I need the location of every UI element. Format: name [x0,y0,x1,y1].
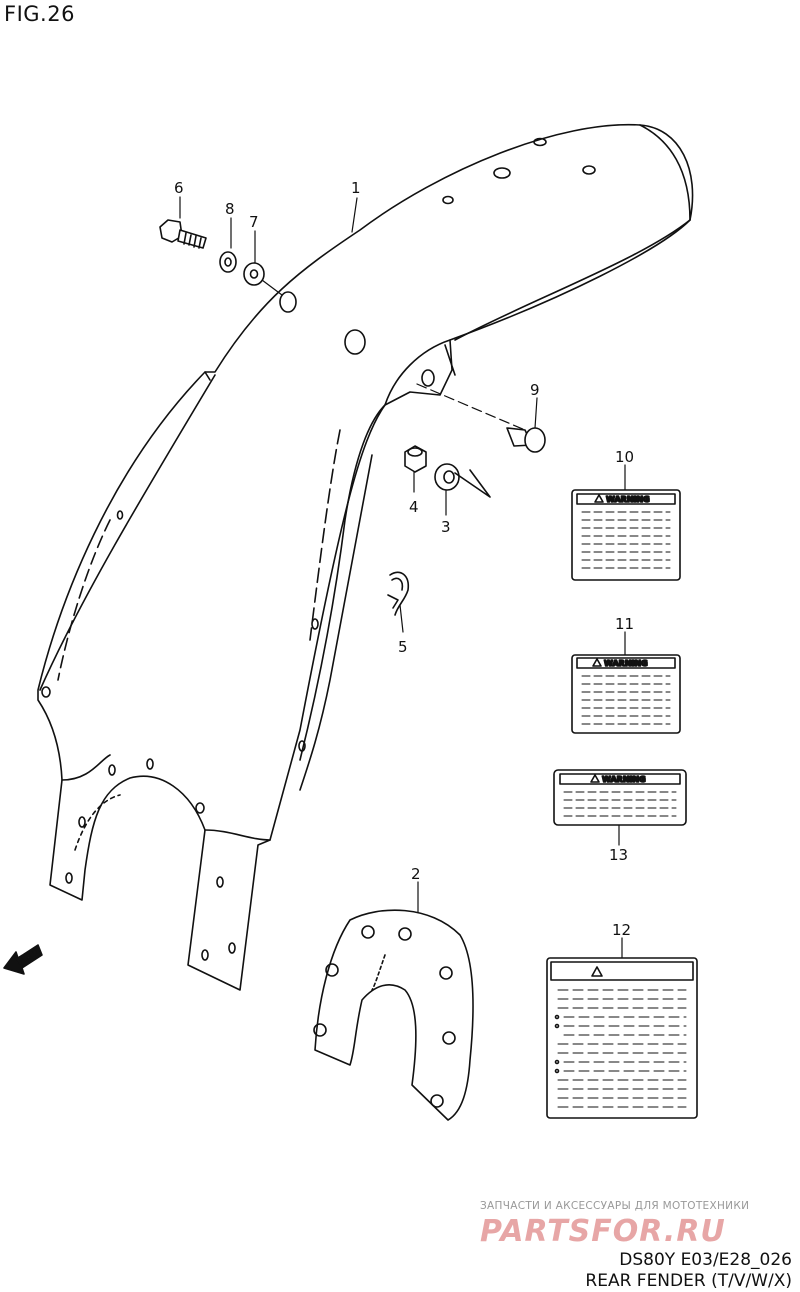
part-group-title: REAR FENDER (T/V/W/X) [585,1271,792,1291]
callout-11: 11 [615,615,634,633]
inner-guard-part[interactable] [313,909,474,1121]
warning-label-10[interactable]: WARNING [571,489,681,581]
watermark: ЗАПЧАСТИ И АКСЕССУАРЫ ДЛЯ МОТОТЕХНИКИ PA… [480,1200,770,1249]
model-code: DS80Y E03/E28_026 [619,1250,792,1270]
collar-3-part[interactable] [434,463,491,498]
figure-title: FIG.26 [4,2,75,26]
bolt-6-part[interactable] [159,219,207,249]
callout-8: 8 [225,200,235,218]
callout-2: 2 [411,865,421,883]
warning-label-11-text: WARNING [604,659,648,668]
nut-4-part[interactable] [404,445,427,473]
callout-7: 7 [249,213,259,231]
watermark-logo: PARTSFOR.RU [480,1214,726,1249]
rear-fender-part[interactable] [37,123,694,991]
callout-10: 10 [615,448,634,466]
clamp-5-part[interactable] [387,571,410,616]
warning-label-13[interactable]: WARNING [553,769,687,826]
warning-label-13-text: WARNING [602,775,646,784]
callout-4: 4 [409,498,419,516]
callout-5: 5 [398,638,408,656]
callout-1: 1 [351,179,361,197]
washer-8-part[interactable] [219,251,237,273]
callout-9: 9 [530,381,540,399]
callout-3: 3 [441,518,451,536]
callout-13: 13 [609,846,628,864]
fwd-arrow-icon: FWD [3,944,43,975]
diagram-footer: DS80Y E03/E28_026 REAR FENDER (T/V/W/X) [585,1250,792,1292]
watermark-tagline: ЗАПЧАСТИ И АКСЕССУАРЫ ДЛЯ МОТОТЕХНИКИ [480,1200,750,1212]
warning-label-12[interactable] [546,957,698,1119]
callout-6: 6 [174,179,184,197]
warning-label-10-text: WARNING [606,495,650,504]
inner-guard-studs [313,925,456,1108]
warning-label-11[interactable]: WARNING [571,654,681,734]
washer-7-part[interactable] [243,262,265,286]
callouts: 1 2 3 4 5 6 7 8 9 10 11 12 13 [174,179,634,939]
callout-12: 12 [612,921,631,939]
bolt-9-part[interactable] [506,427,546,453]
